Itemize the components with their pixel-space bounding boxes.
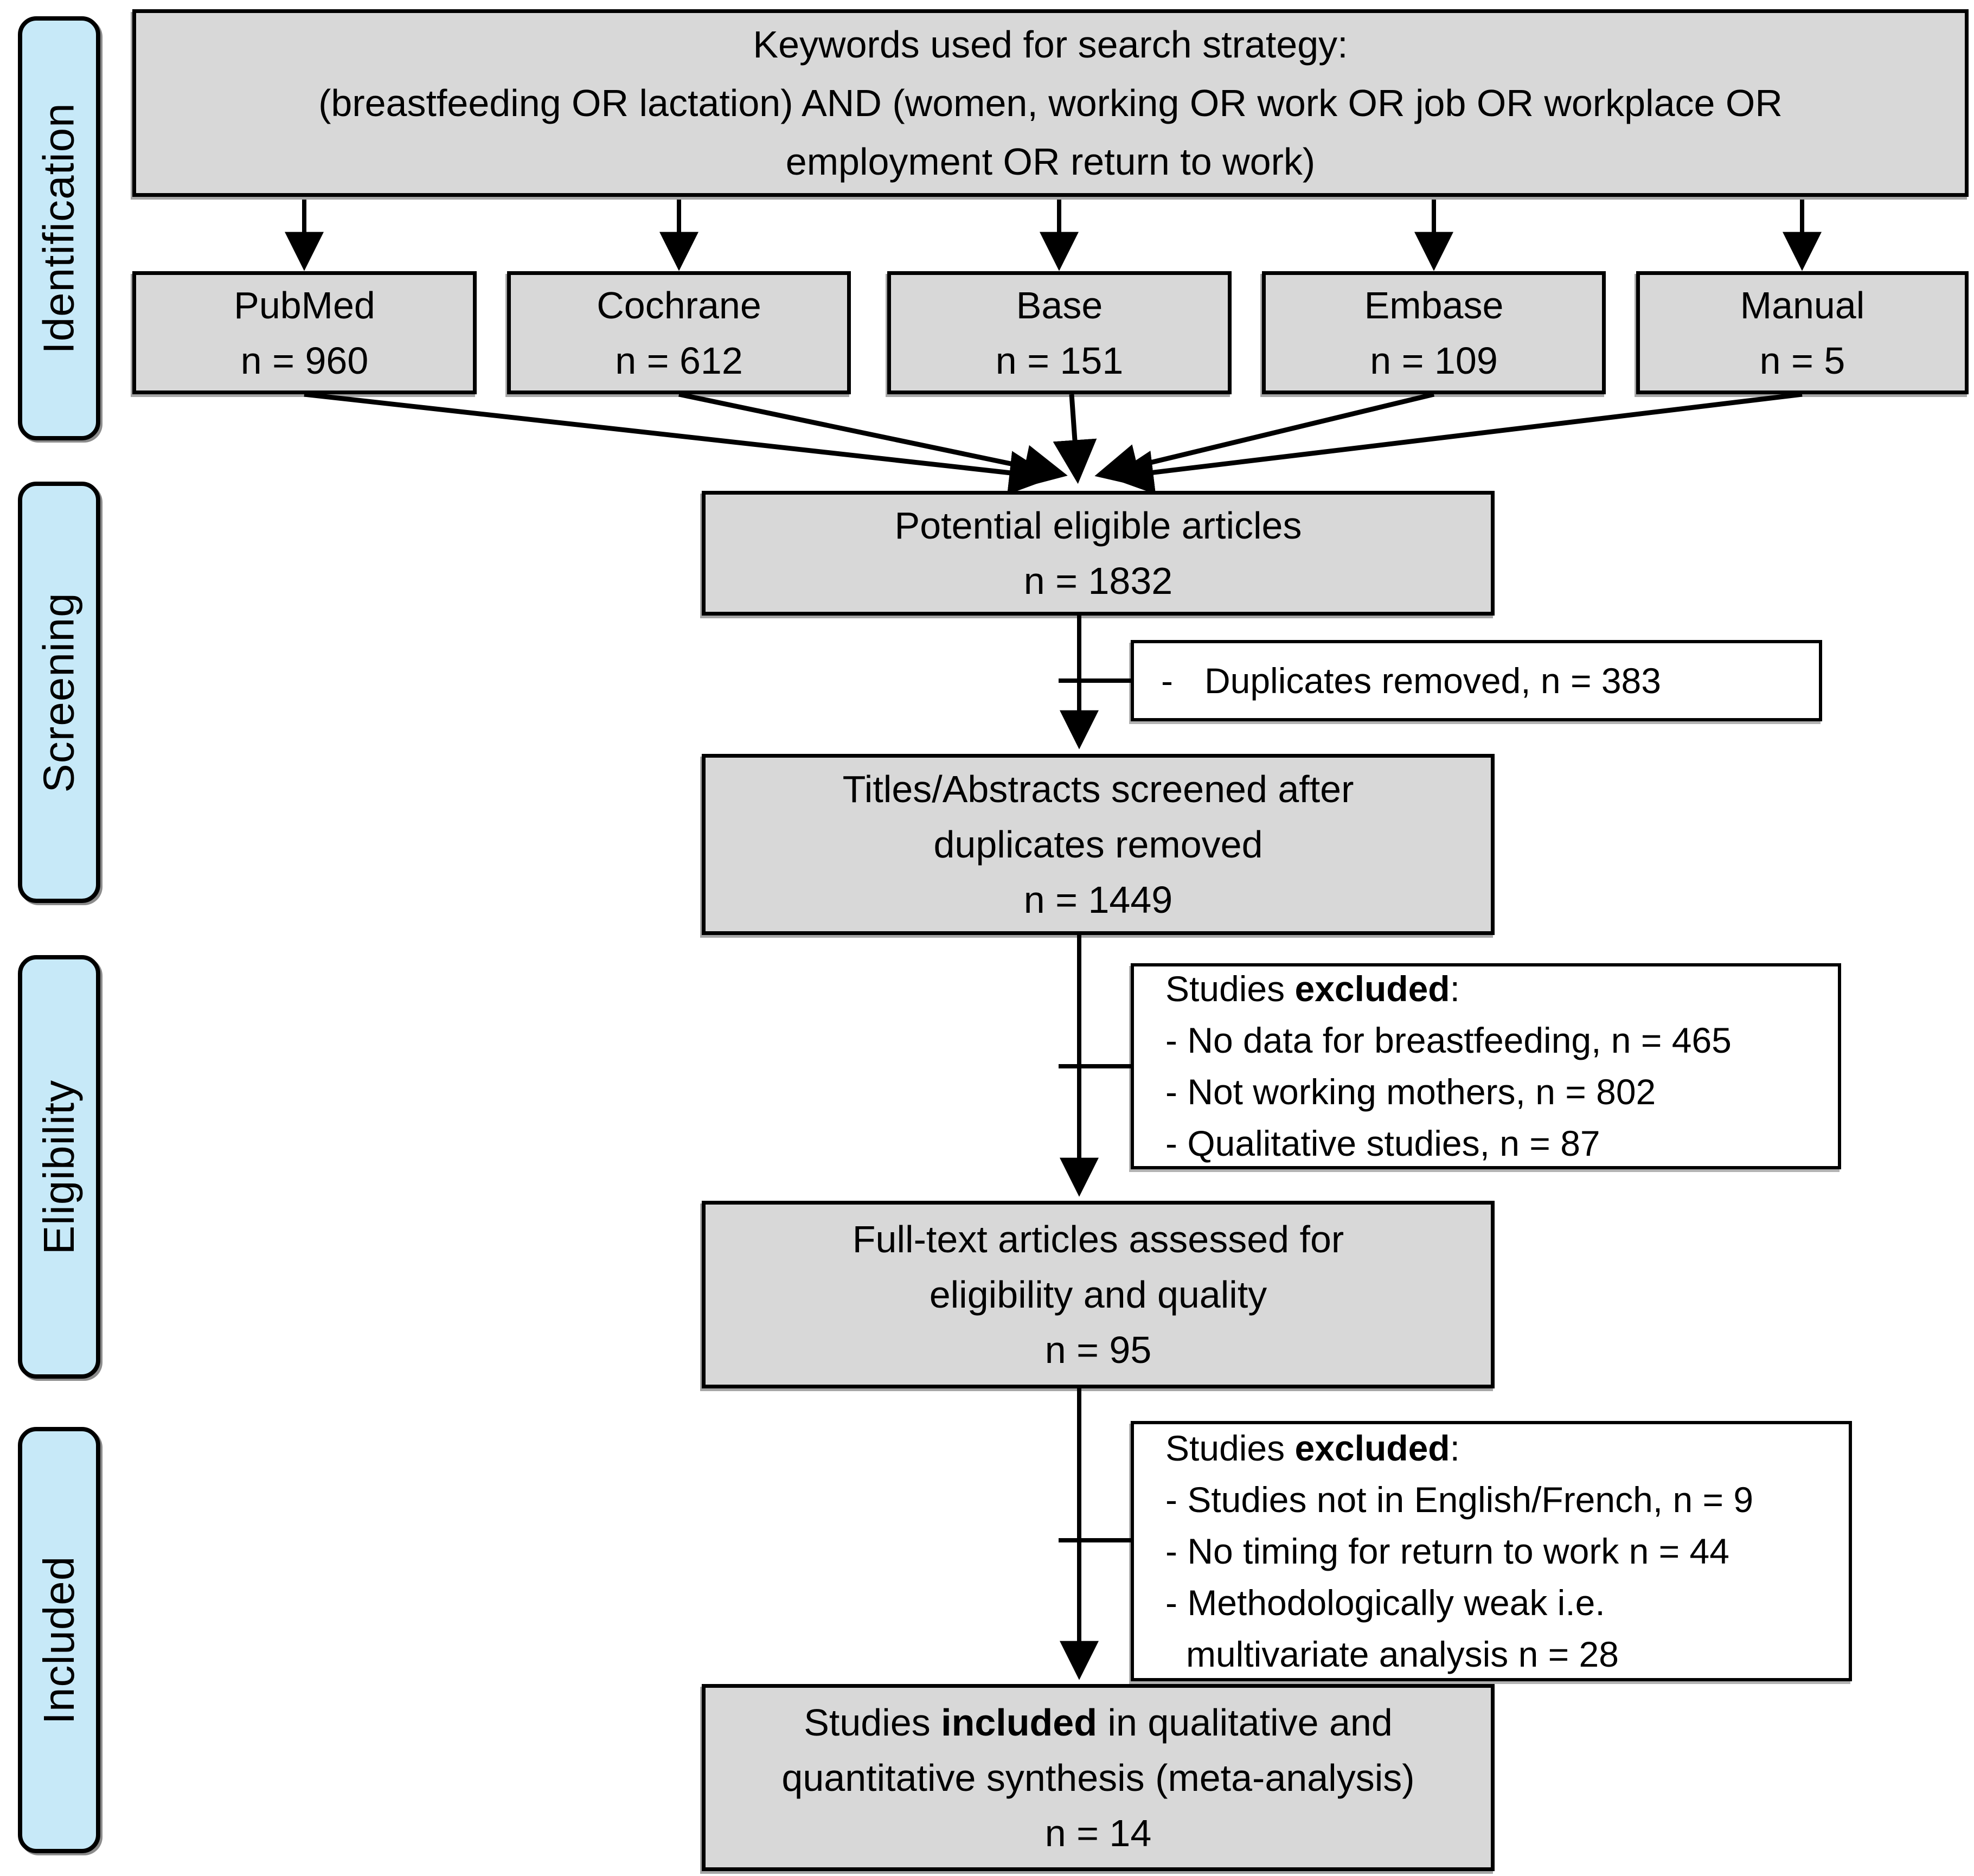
included-post: in qualitative and: [1097, 1701, 1393, 1744]
database-count: n = 109: [1370, 339, 1498, 382]
included-line-2: quantitative synthesis (meta-analysis): [781, 1756, 1415, 1799]
fulltext-count: n = 95: [1044, 1329, 1152, 1371]
database-name: Embase: [1364, 284, 1504, 326]
keywords-line-3: employment OR return to work): [785, 140, 1316, 183]
database-name: Cochrane: [597, 284, 761, 326]
studies-included-box: Studies included in qualitative and quan…: [702, 1684, 1495, 1871]
fulltext-line-1: Full-text articles assessed for: [852, 1218, 1344, 1260]
arrow-embase-potential: [1094, 392, 1435, 488]
potential-count: n = 1832: [1023, 560, 1173, 602]
database-count: n = 5: [1759, 339, 1845, 382]
excluded-eligibility-item: - Methodologically weak i.e.: [1165, 1582, 1605, 1623]
excluded-title-pre: Studies: [1165, 969, 1295, 1009]
arrow-base-potential: [1053, 394, 1097, 484]
keywords-line-2: (breastfeeding OR lactation) AND (women,…: [318, 82, 1783, 124]
database-name: PubMed: [234, 284, 375, 326]
excluded-screening-item: - Not working mothers, n = 802: [1165, 1072, 1656, 1112]
potential-line-1: Potential eligible articles: [894, 504, 1302, 547]
arrow-cochrane-potential: [678, 392, 1068, 489]
potential-eligible-box: Potential eligible articles n = 1832: [702, 491, 1495, 616]
excluded-title-post: :: [1450, 969, 1460, 1009]
excluded-screening-item: - No data for breastfeeding, n = 465: [1165, 1020, 1732, 1060]
database-box-pubmed: PubMed n = 960: [132, 271, 477, 394]
keywords-line-1: Keywords used for search strategy:: [753, 23, 1348, 66]
titles-count: n = 1449: [1023, 879, 1173, 921]
included-line-1: Studies included in qualitative and: [804, 1695, 1393, 1750]
excluded-title-pre: Studies: [1165, 1427, 1295, 1468]
stage-included: Included: [18, 1427, 100, 1853]
excluded-eligibility-item: - No timing for return to work n = 44: [1165, 1531, 1729, 1571]
titles-abstracts-box: Titles/Abstracts screened after duplicat…: [702, 754, 1495, 935]
stage-identification: Identification: [18, 16, 100, 440]
excluded-title-bold: excluded: [1294, 969, 1450, 1009]
excluded-screening-title: Studies excluded:: [1134, 963, 1838, 1015]
duplicates-removed-value: Duplicates removed, n = 383: [1204, 661, 1661, 701]
arrow-manual-potential: [1109, 392, 1803, 495]
database-box-embase: Embase n = 109: [1262, 271, 1606, 394]
keywords-box: Keywords used for search strategy: (brea…: [132, 9, 1969, 197]
database-count: n = 960: [240, 339, 369, 382]
titles-line-1: Titles/Abstracts screened after: [842, 768, 1354, 810]
arrow-pubmed-potential: [304, 392, 1054, 495]
stage-eligibility: Eligibility: [18, 955, 100, 1379]
excluded-eligibility-note: Studies excluded: - Studies not in Engli…: [1131, 1421, 1852, 1681]
included-pre: Studies: [804, 1701, 941, 1744]
excluded-eligibility-item: - Studies not in English/French, n = 9: [1165, 1479, 1754, 1520]
titles-line-2: duplicates removed: [933, 823, 1263, 866]
database-count: n = 151: [995, 339, 1124, 382]
excluded-eligibility-item-continuation: multivariate analysis n = 28: [1186, 1634, 1619, 1674]
stage-screening: Screening: [18, 482, 100, 903]
database-box-cochrane: Cochrane n = 612: [507, 271, 851, 394]
excluded-title-post: :: [1450, 1427, 1460, 1468]
database-count: n = 612: [615, 339, 743, 382]
excluded-title-bold: excluded: [1294, 1427, 1450, 1468]
included-count: n = 14: [1044, 1811, 1152, 1854]
database-name: Base: [1016, 284, 1103, 326]
excluded-eligibility-title: Studies excluded:: [1134, 1423, 1849, 1474]
excluded-screening-item: - Qualitative studies, n = 87: [1165, 1123, 1600, 1163]
excluded-screening-note: Studies excluded: - No data for breastfe…: [1131, 963, 1841, 1169]
included-bold: included: [941, 1701, 1097, 1744]
database-box-base: Base n = 151: [887, 271, 1232, 394]
duplicates-removed-note: -Duplicates removed, n = 383: [1131, 640, 1822, 721]
fulltext-line-2: eligibility and quality: [929, 1273, 1267, 1316]
database-name: Manual: [1740, 284, 1865, 326]
duplicates-removed-text: -Duplicates removed, n = 383: [1134, 660, 1819, 701]
fulltext-assessed-box: Full-text articles assessed for eligibil…: [702, 1201, 1495, 1388]
bullet-dash: -: [1161, 661, 1173, 701]
database-box-manual: Manual n = 5: [1636, 271, 1969, 394]
